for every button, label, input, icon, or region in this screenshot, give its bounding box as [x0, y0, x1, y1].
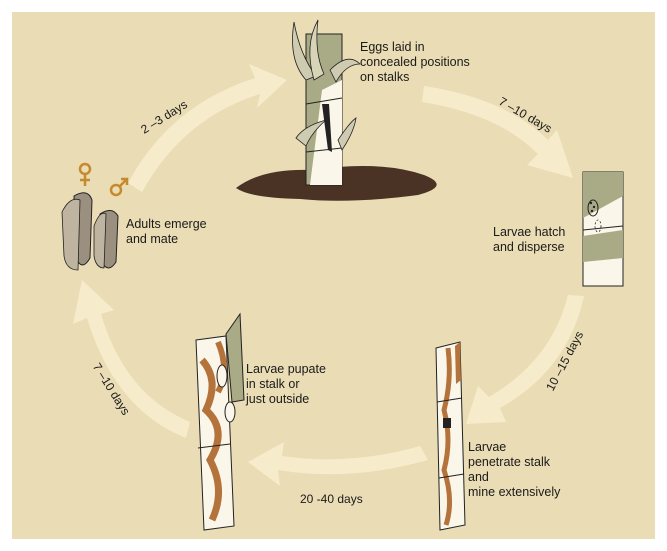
- label-adults-line-2: and mate: [126, 232, 207, 247]
- label-pupate-line-2: in stalk or: [246, 377, 326, 392]
- label-penetrate-line-1: Larvae: [468, 440, 560, 455]
- label-eggs: Eggs laid in concealed positions on stal…: [360, 40, 470, 85]
- label-pupate-line-1: Larvae pupate: [246, 362, 326, 377]
- adult-moths: [62, 164, 127, 270]
- label-adults-line-1: Adults emerge: [126, 217, 207, 232]
- label-pupate: Larvae pupate in stalk or just outside: [246, 362, 326, 407]
- label-penetrate-line-2: penetrate stalk: [468, 455, 560, 470]
- pupate-stalk: [196, 314, 244, 530]
- label-eggs-line-3: on stalks: [360, 70, 470, 85]
- label-pupate-line-3: just outside: [246, 392, 326, 407]
- penetrate-stalk: [436, 342, 465, 530]
- label-hatch-line-2: and disperse: [493, 240, 565, 255]
- arrow-eggs-to-hatch: [422, 86, 573, 178]
- label-hatch-line-1: Larvae hatch: [493, 225, 565, 240]
- hatch-stalk: [583, 172, 623, 286]
- duration-penetrate-to-pupate: 20 -40 days: [300, 492, 363, 506]
- label-adults: Adults emerge and mate: [126, 217, 207, 247]
- female-symbol-icon: [80, 164, 90, 186]
- label-penetrate-line-3: and: [468, 470, 560, 485]
- label-hatch: Larvae hatch and disperse: [493, 225, 565, 255]
- larva-icon: [443, 418, 451, 428]
- label-eggs-line-1: Eggs laid in: [360, 40, 470, 55]
- label-penetrate-line-4: mine extensively: [468, 485, 560, 500]
- cane-plant: [293, 20, 361, 185]
- arrow-pupate-to-adults: [73, 280, 190, 438]
- label-eggs-line-2: concealed positions: [360, 55, 470, 70]
- label-penetrate: Larvae penetrate stalk and mine extensiv…: [468, 440, 560, 500]
- pupa-icon: [217, 365, 227, 387]
- arrow-penetrate-to-pupate: [248, 442, 428, 486]
- pupa-icon-2: [225, 402, 235, 422]
- male-symbol-icon: [111, 179, 127, 195]
